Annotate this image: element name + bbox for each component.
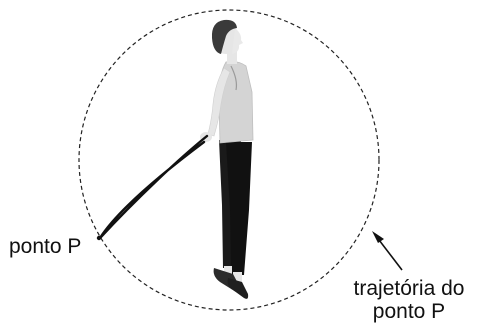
- trajectory-label-line2: ponto P: [344, 300, 474, 323]
- jump-rope: [100, 136, 207, 238]
- jumper-figure: [200, 20, 253, 299]
- point-p-label: ponto P: [9, 235, 81, 258]
- trajectory-label: trajetória do ponto P: [344, 277, 474, 323]
- point-p-marker: [97, 236, 101, 240]
- trajectory-label-line1: trajetória do: [344, 277, 474, 300]
- trajectory-arrow-head: [372, 231, 384, 243]
